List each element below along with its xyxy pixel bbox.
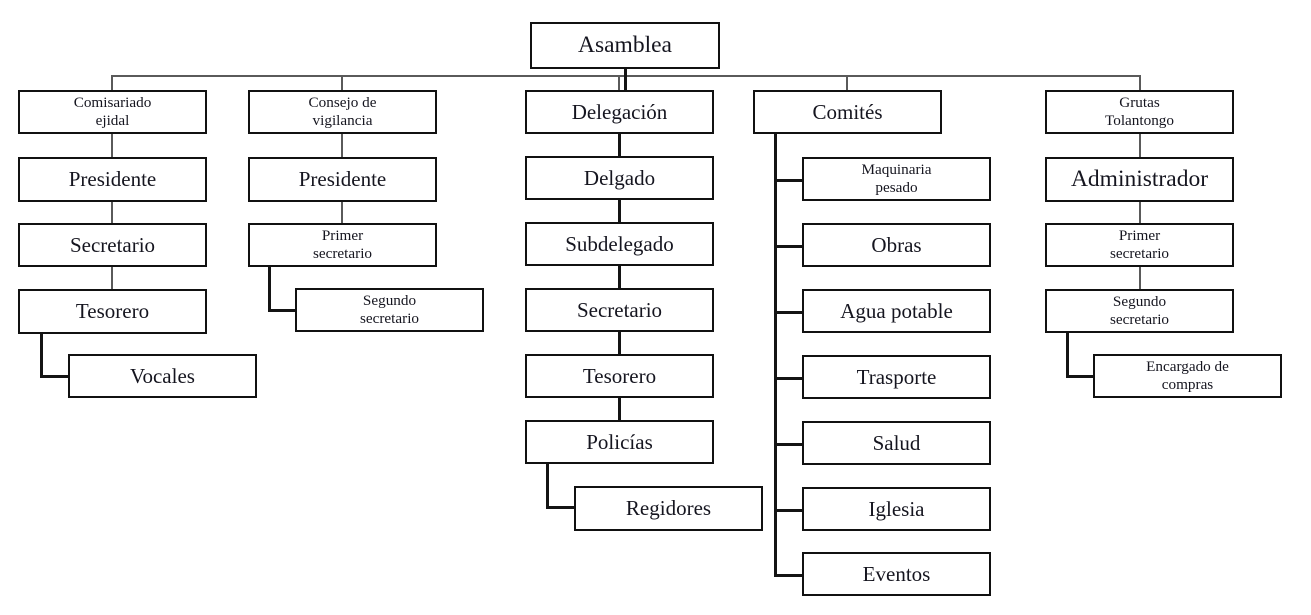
node-c5-encargado-compras[interactable]: Encargado de compras [1093,354,1282,398]
connector-comites-stub-4 [774,377,804,380]
node-label: Regidores [625,496,712,521]
connector-c1-vocales-v [40,332,43,377]
connector-c5-encargado-v [1066,331,1069,377]
connector-c3-2 [618,200,621,222]
connector-c1-1 [111,134,113,157]
connector-bus-drop-5 [1139,75,1141,91]
connector-c5-3 [1139,267,1141,289]
connector-c3-regidores-h [546,506,577,509]
node-c2-segundo-secretario[interactable]: Segundo secretario [295,288,484,332]
node-c2-primer-secretario[interactable]: Primer secretario [248,223,437,267]
node-c4-obras[interactable]: Obras [802,223,991,267]
node-label: Vocales [130,363,195,388]
connector-comites-stub-1 [774,179,804,182]
connector-c1-3 [111,267,113,289]
node-label: Agua potable [840,298,953,323]
connector-c3-4 [618,332,621,354]
node-c4-agua-potable[interactable]: Agua potable [802,289,991,333]
connector-c3-5 [618,398,621,420]
connector-c3-3 [618,266,621,288]
node-c1-secretario[interactable]: Secretario [18,223,207,267]
node-label: Primer secretario [1109,227,1170,262]
node-label: Primer secretario [312,227,373,262]
node-c5-segundo-secretario[interactable]: Segundo secretario [1045,289,1234,333]
connector-bus-drop-1 [111,75,113,91]
connector-c2-1 [341,134,343,157]
node-c5-primer-secretario[interactable]: Primer secretario [1045,223,1234,267]
node-label: Segundo secretario [359,292,420,327]
node-c4-iglesia[interactable]: Iglesia [802,487,991,531]
node-label: Subdelegado [565,231,674,256]
node-c3-secretario[interactable]: Secretario [525,288,714,332]
node-label: Policías [586,429,653,454]
node-grutas-tolantongo[interactable]: Grutas Tolantongo [1045,90,1234,134]
connector-comites-stub-2 [774,245,804,248]
node-label: Comités [812,99,883,124]
node-c3-subdelegado[interactable]: Subdelegado [525,222,714,266]
node-c4-salud[interactable]: Salud [802,421,991,465]
node-c4-maquinaria-pesado[interactable]: Maquinaria pesado [802,157,991,201]
connector-c5-2 [1139,202,1141,223]
connector-bus-drop-2 [341,75,343,91]
connector-c3-1 [618,134,621,156]
node-label: Delgado [583,165,656,190]
node-asamblea[interactable]: Asamblea [530,22,720,69]
node-label: Comisariado ejidal [73,94,152,129]
node-label: Secretario [576,297,663,322]
node-label: Iglesia [868,496,925,521]
node-c3-delgado[interactable]: Delgado [525,156,714,200]
connector-root-stem [624,69,627,91]
node-comites[interactable]: Comités [753,90,942,134]
node-label: Secretario [69,232,156,257]
node-label: Eventos [862,561,931,586]
connector-c2-2 [341,202,343,223]
node-c3-regidores[interactable]: Regidores [574,486,763,531]
connector-c1-2 [111,202,113,223]
node-label: Tesorero [75,299,150,324]
node-consejo-vigilancia[interactable]: Consejo de vigilancia [248,90,437,134]
connector-comites-stub-3 [774,311,804,314]
node-c3-tesorero[interactable]: Tesorero [525,354,714,398]
connector-c3-regidores-v [546,462,549,508]
node-label: Salud [872,430,921,455]
node-c3-policias[interactable]: Policías [525,420,714,464]
node-label: Grutas Tolantongo [1105,94,1174,129]
node-label: Encargado de compras [1146,358,1229,393]
node-label: Consejo de vigilancia [308,94,377,129]
node-c5-administrador[interactable]: Administrador [1045,157,1234,202]
node-c2-presidente[interactable]: Presidente [248,157,437,202]
connector-c2-segundo-h [268,309,298,312]
node-label: Delegación [571,99,668,124]
node-label: Obras [871,232,922,257]
connector-comites-stub-5 [774,443,804,446]
connector-c5-encargado-h [1066,375,1096,378]
node-label: Tesorero [582,363,657,388]
node-label: Trasporte [856,364,937,389]
node-c1-presidente[interactable]: Presidente [18,157,207,202]
node-c1-vocales[interactable]: Vocales [68,354,257,398]
node-label: Maquinaria pesado [861,161,932,196]
connector-comites-stub-6 [774,509,804,512]
node-label: Presidente [68,167,157,192]
connector-c1-vocales-h [40,375,70,378]
connector-comites-stub-7 [774,574,804,577]
node-delegacion[interactable]: Delegación [525,90,714,134]
node-comisariado-ejidal[interactable]: Comisariado ejidal [18,90,207,134]
connector-c5-1 [1139,134,1141,157]
node-c4-eventos[interactable]: Eventos [802,552,991,596]
connector-c2-segundo-v [268,265,271,311]
connector-bus-drop-3 [618,75,620,91]
node-label: Presidente [298,167,387,192]
node-label: Segundo secretario [1109,293,1170,328]
node-c4-trasporte[interactable]: Trasporte [802,355,991,399]
node-c1-tesorero[interactable]: Tesorero [18,289,207,334]
connector-bus-drop-4 [846,75,848,91]
node-label: Asamblea [578,31,672,58]
connector-comites-spine [774,132,777,576]
node-label: Administrador [1070,165,1209,192]
